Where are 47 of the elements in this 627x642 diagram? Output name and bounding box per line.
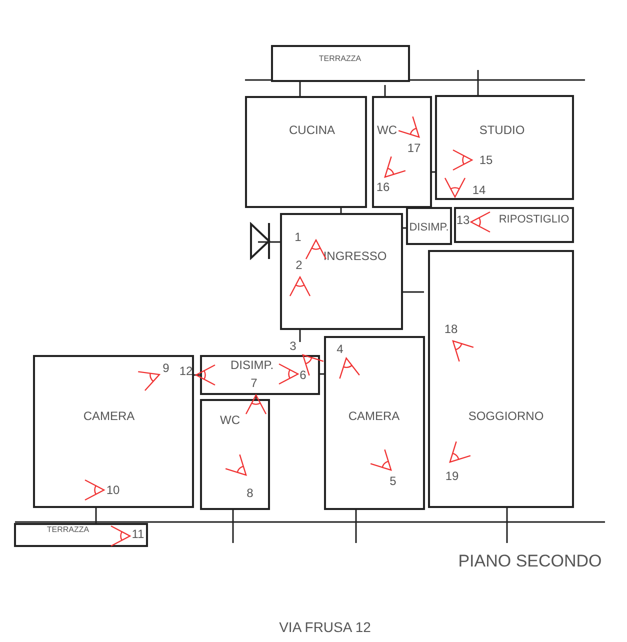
room-name: TERRAZZA [46,526,90,534]
room-outline [428,250,574,508]
room-name: CAMERA [83,410,135,422]
room-outline [280,213,403,330]
room-outline [33,355,194,508]
room-name: DISIMP. [409,222,449,234]
floor-label: PIANO SECONDO [458,552,602,570]
viewpoint-number: 13 [456,214,470,226]
viewpoint-number: 17 [407,142,421,154]
room-name: STUDIO [479,124,525,136]
viewpoint-number: 10 [106,484,120,496]
viewpoint-number: 1 [294,231,302,243]
viewpoint-number: 15 [479,154,493,166]
room-name: SOGGIORNO [468,410,544,422]
viewpoint-number: 3 [290,340,296,352]
room-outline [454,207,574,243]
room-outline [14,523,148,547]
room-name: WC [220,414,240,426]
viewpoint-number: 4 [336,343,344,355]
room-outline [372,96,432,208]
viewpoint-number: 8 [246,487,254,499]
room-outline [200,355,320,395]
room-name: INGRESSO [323,250,387,262]
room-name: RIPOSTIGLIO [498,214,570,226]
room-outline [406,207,452,245]
viewpoint-number: 11 [132,528,144,540]
viewpoint-number: 9 [162,362,170,374]
room-name: CAMERA [348,410,400,422]
room-name: CUCINA [289,124,335,136]
viewpoint-number: 6 [300,369,306,381]
viewpoint-number: 2 [296,259,302,271]
room-outline [245,96,367,208]
room-outline [324,336,425,510]
viewpoint-number: 14 [472,184,486,196]
room-outline [271,45,410,82]
room-outline [435,95,574,200]
viewpoint-number: 12 [179,365,193,377]
room-name: DISIMP. [230,359,274,371]
viewpoint-number: 19 [445,470,459,482]
viewpoint-number: 16 [376,181,390,193]
viewpoint-number: 7 [250,377,258,389]
address-label: VIA FRUSA 12 [279,620,371,634]
room-name: TERRAZZA [318,55,362,63]
viewpoint-number: 18 [444,323,458,335]
room-outline [200,399,270,510]
viewpoint-number: 5 [390,475,396,487]
room-name: WC [377,124,397,136]
